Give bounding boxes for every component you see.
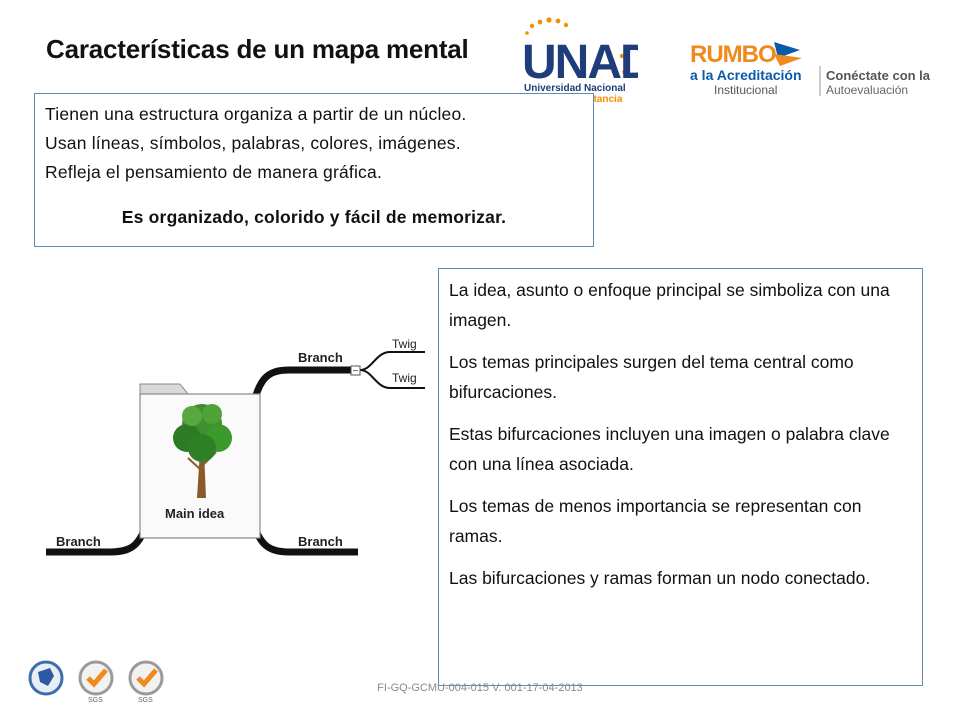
- twig-line-1: [359, 351, 425, 371]
- branch-label-top: Branch: [298, 350, 343, 365]
- collapse-toggle: [350, 365, 361, 376]
- explanation-box: La idea, asunto o enfoque principal se s…: [438, 268, 923, 686]
- explanation-paragraph: Los temas principales surgen del tema ce…: [449, 352, 854, 402]
- tree-icon: [173, 404, 232, 498]
- compass-icon: [774, 42, 802, 66]
- explanation-paragraph: Estas bifurcaciones incluyen una imagen …: [449, 424, 890, 474]
- unad-dots-icon: [525, 17, 628, 74]
- colombia-seal-icon: [28, 660, 64, 696]
- folder-tab: [139, 383, 190, 395]
- twig-line-2: [359, 369, 425, 389]
- sgs-seal-icon: SGS: [78, 660, 114, 704]
- unad-logo: UNAD Universidad Nacional Abierta y a Di…: [522, 17, 638, 105]
- characteristic-line: Usan líneas, símbolos, palabras, colores…: [45, 133, 461, 153]
- branch-label-left: Branch: [56, 534, 101, 549]
- rumbo-logo: RUMBO a la Acreditación Institucional Co…: [690, 41, 930, 97]
- branch-line-top: [246, 366, 360, 421]
- rumbo-tag2: Autoevaluación: [826, 83, 908, 97]
- branch-label-right: Branch: [298, 534, 343, 549]
- slide-title: Características de un mapa mental: [46, 34, 469, 64]
- characteristic-line: Refleja el pensamiento de manera gráfica…: [45, 162, 382, 182]
- rumbo-line1: a la Acreditación: [690, 67, 802, 83]
- rumbo-mark: RUMBO: [690, 41, 776, 68]
- explanation-paragraph: Los temas de menos importancia se repres…: [449, 496, 862, 546]
- explanation-paragraph: La idea, asunto o enfoque principal se s…: [449, 280, 890, 330]
- summary-line: Es organizado, colorido y fácil de memor…: [121, 207, 507, 227]
- twig-label-2: Twig: [392, 371, 417, 385]
- rumbo-line2: Institucional: [714, 83, 777, 97]
- main-idea-label: Main idea: [165, 506, 225, 521]
- unad-mark: UNAD: [522, 36, 638, 89]
- certification-logos: SGS SGS: [28, 660, 164, 704]
- explanation-paragraph: Las bifurcaciones y ramas forman un nodo…: [449, 568, 871, 588]
- mindmap-diagram: − Main idea Branch Branch Branch Twig Tw…: [46, 337, 425, 556]
- rumbo-tag1: Conéctate con la: [826, 68, 930, 83]
- footer-code: FI-GQ-GCMU-004-015 V. 001-17-04-2013: [377, 682, 583, 694]
- sgs-label: SGS: [138, 697, 153, 704]
- characteristic-line: Tienen una estructura organiza a partir …: [45, 104, 467, 124]
- twig-label-1: Twig: [392, 337, 417, 351]
- sgs-seal-icon: SGS: [128, 660, 164, 704]
- sgs-label: SGS: [88, 697, 103, 704]
- characteristics-box: Tienen una estructura organiza a partir …: [34, 93, 594, 247]
- collapse-symbol: −: [353, 366, 359, 377]
- unad-line1: Universidad Nacional: [524, 83, 626, 94]
